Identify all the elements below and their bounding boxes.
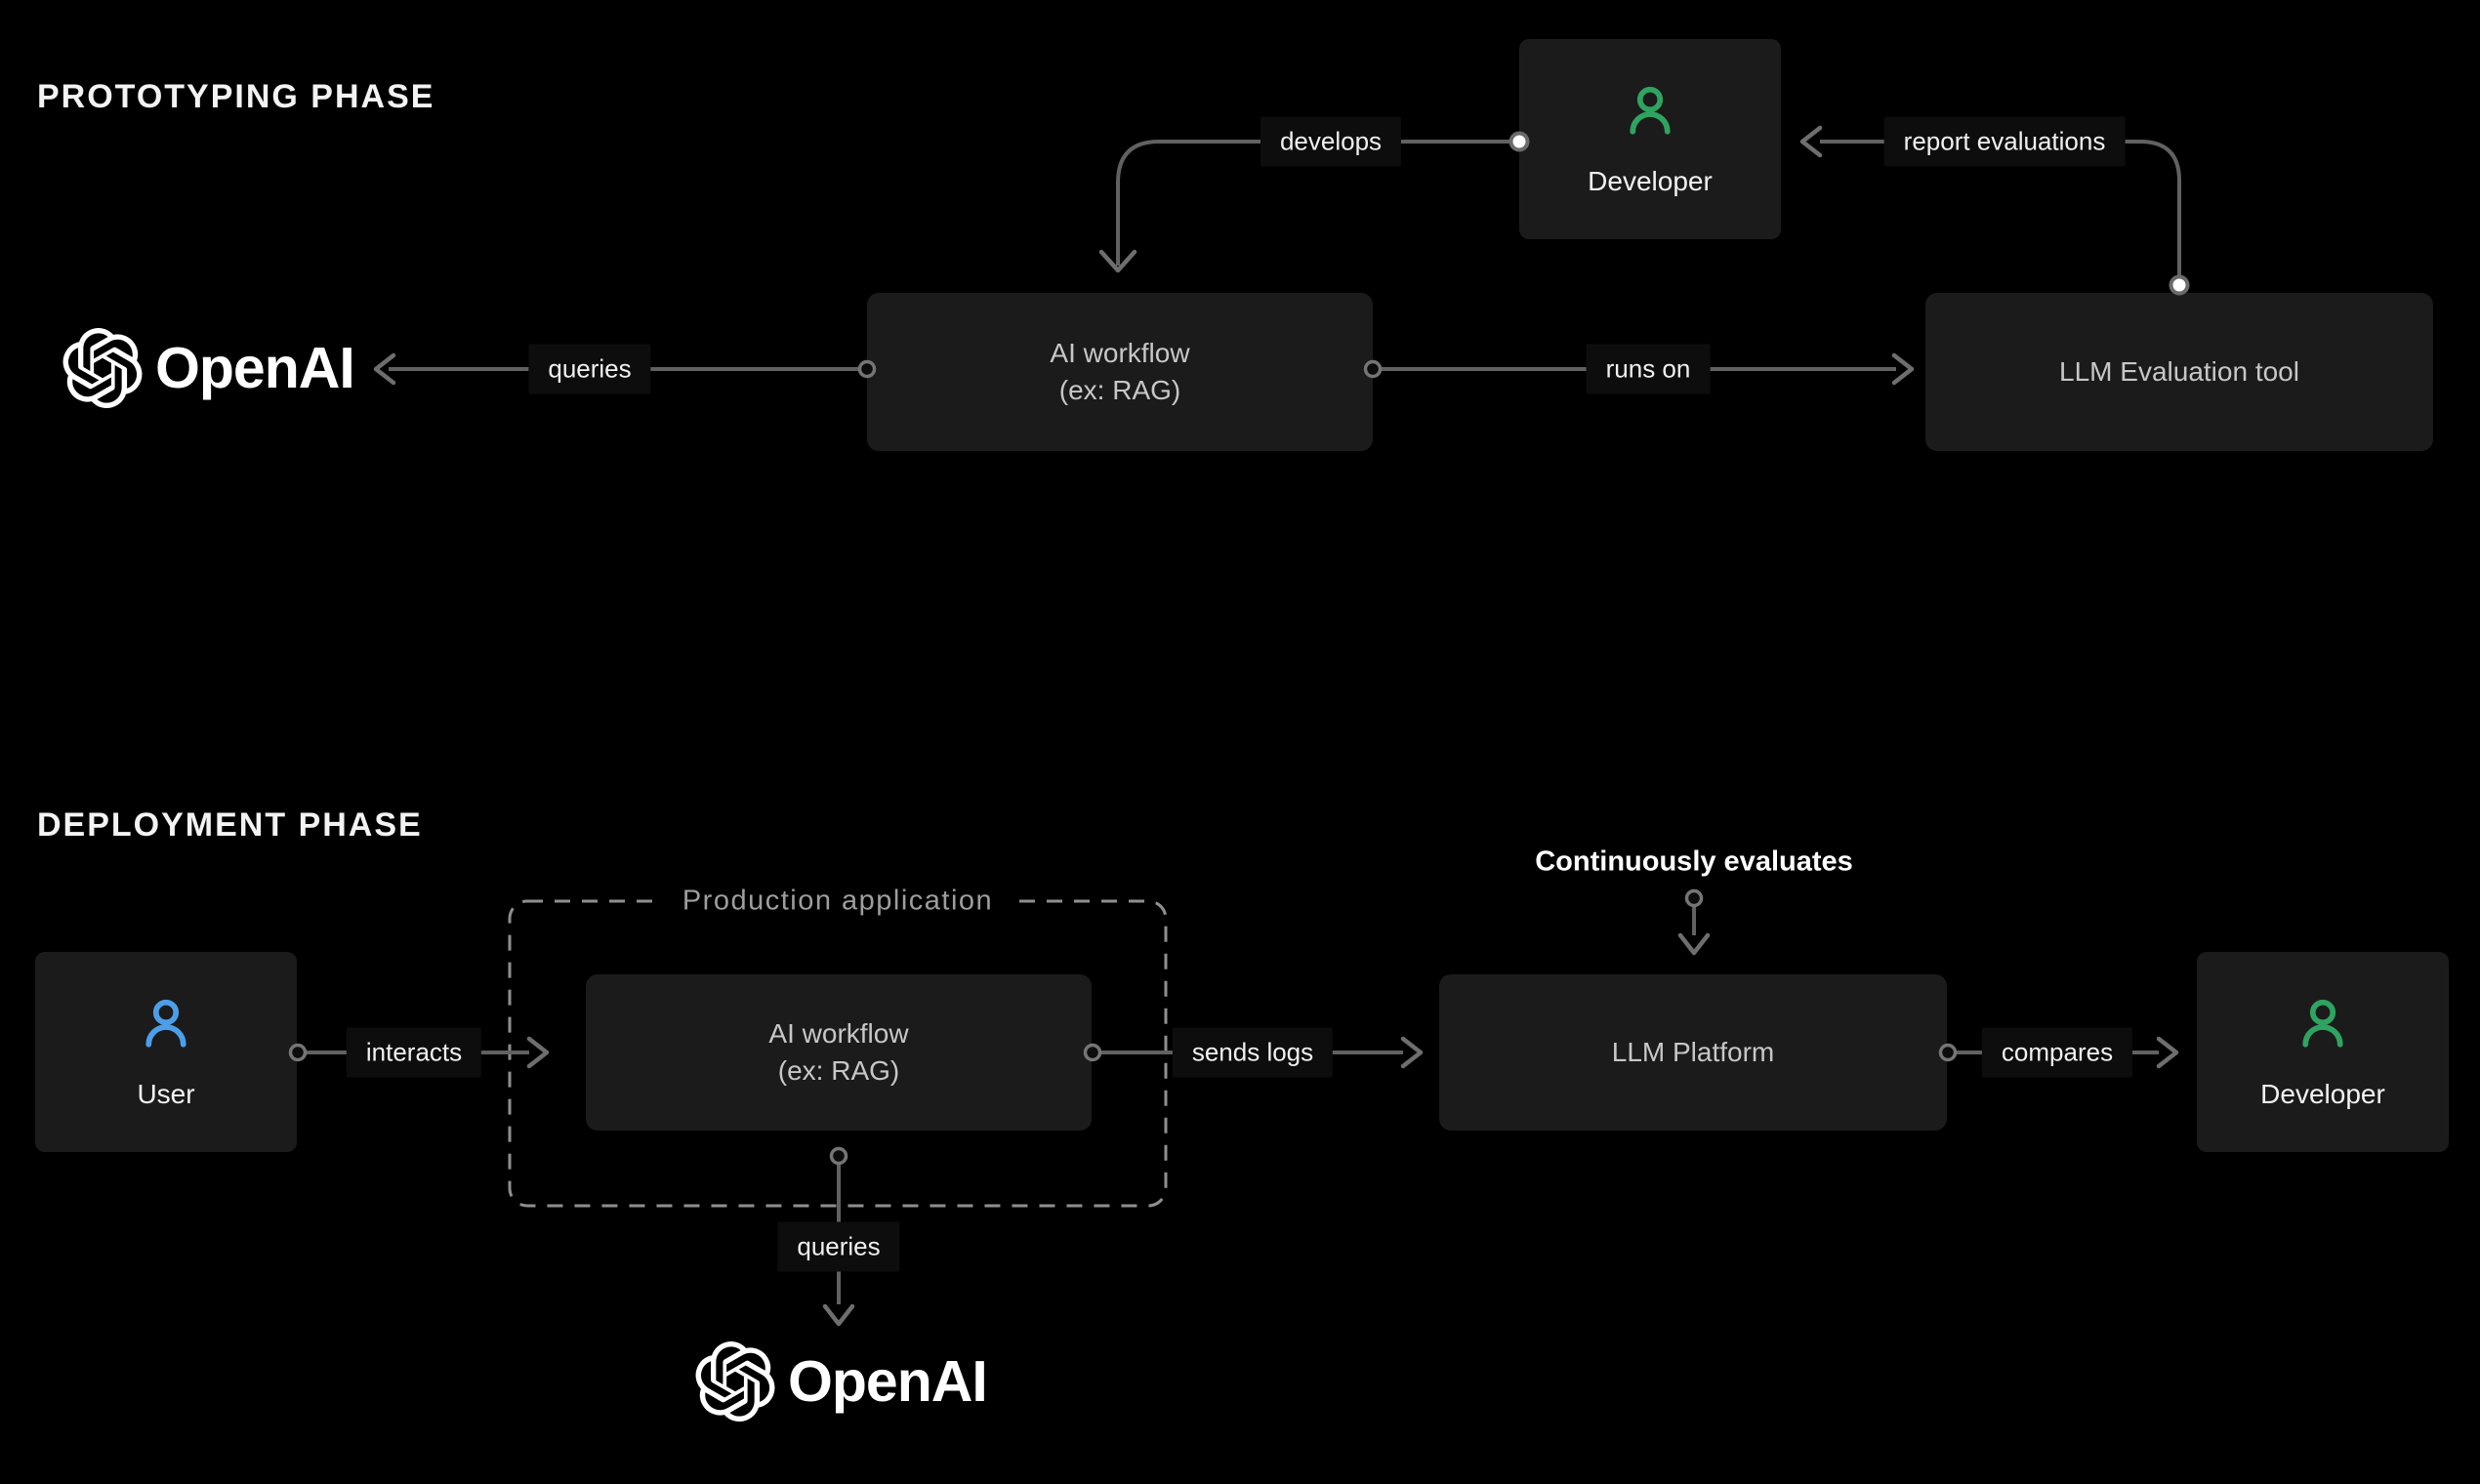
node-llm-evaluation-tool: LLM Evaluation tool — [1925, 293, 2433, 451]
runs-on-arrowhead — [1891, 352, 1915, 386]
deployment-phase-title: DEPLOYMENT PHASE — [37, 806, 423, 844]
edge-label-queries-top: queries — [528, 344, 651, 394]
user-label: User — [137, 1078, 195, 1109]
openai-logo-prototyping: OpenAI — [62, 328, 355, 408]
edge-label-interacts: interacts — [346, 1027, 482, 1078]
connector-dot — [1684, 888, 1704, 908]
openai-logo-icon — [62, 328, 143, 408]
node-developer-deployment: Developer — [2197, 952, 2449, 1152]
queries-top-arrowhead — [373, 352, 396, 386]
llm-evaluation-tool-label: LLM Evaluation tool — [2059, 356, 2299, 387]
continuously-evaluates-arrowhead — [1677, 932, 1711, 956]
node-ai-workflow-deployment: AI workflow (ex: RAG) — [586, 974, 1092, 1131]
edge-label-compares: compares — [1981, 1027, 2133, 1078]
llm-platform-label: LLM Platform — [1611, 1037, 1775, 1067]
openai-logo-deployment: OpenAI — [695, 1341, 988, 1422]
edge-label-report-evaluations: report evaluations — [1883, 116, 2126, 167]
openai-wordmark: OpenAI — [155, 336, 355, 400]
developer-icon — [1621, 82, 1679, 141]
user-icon — [137, 995, 195, 1053]
edge-label-sends-logs: sends logs — [1172, 1027, 1334, 1078]
connector-dot — [829, 1146, 848, 1166]
report-evaluations-line-right — [2125, 140, 2181, 276]
ai-workflow-line1: AI workflow — [1050, 338, 1190, 368]
node-developer-prototyping: Developer — [1519, 39, 1781, 239]
sends-logs-arrowhead — [1400, 1036, 1424, 1069]
edge-label-runs-on: runs on — [1586, 344, 1711, 394]
compares-arrowhead — [2156, 1036, 2179, 1069]
developer-label: Developer — [1588, 165, 1713, 196]
node-llm-platform: LLM Platform — [1439, 974, 1947, 1131]
connector-dot-filled — [2169, 274, 2190, 296]
node-ai-workflow-prototyping: AI workflow (ex: RAG) — [867, 293, 1373, 451]
continuously-evaluates-label: Continuously evaluates — [1535, 845, 1853, 878]
production-application-label: Production application — [658, 881, 1017, 922]
developer-label: Developer — [2260, 1078, 2385, 1109]
edge-label-queries-bottom: queries — [777, 1221, 900, 1272]
ai-workflow-line1: AI workflow — [768, 1018, 909, 1049]
openai-logo-icon — [695, 1341, 775, 1422]
prototyping-phase-title: PROTOTYPING PHASE — [37, 78, 435, 115]
openai-wordmark: OpenAI — [788, 1349, 988, 1414]
queries-bottom-arrowhead — [822, 1303, 855, 1327]
report-evaluations-arrowhead — [1799, 125, 1823, 158]
developer-icon — [2294, 995, 2352, 1053]
ai-workflow-line2: (ex: RAG) — [1058, 375, 1181, 405]
develops-arrowhead — [1098, 249, 1137, 273]
interacts-arrowhead — [526, 1036, 550, 1069]
node-user: User — [35, 952, 297, 1152]
ai-workflow-line2: (ex: RAG) — [777, 1055, 900, 1086]
edge-label-develops: develops — [1260, 116, 1402, 167]
